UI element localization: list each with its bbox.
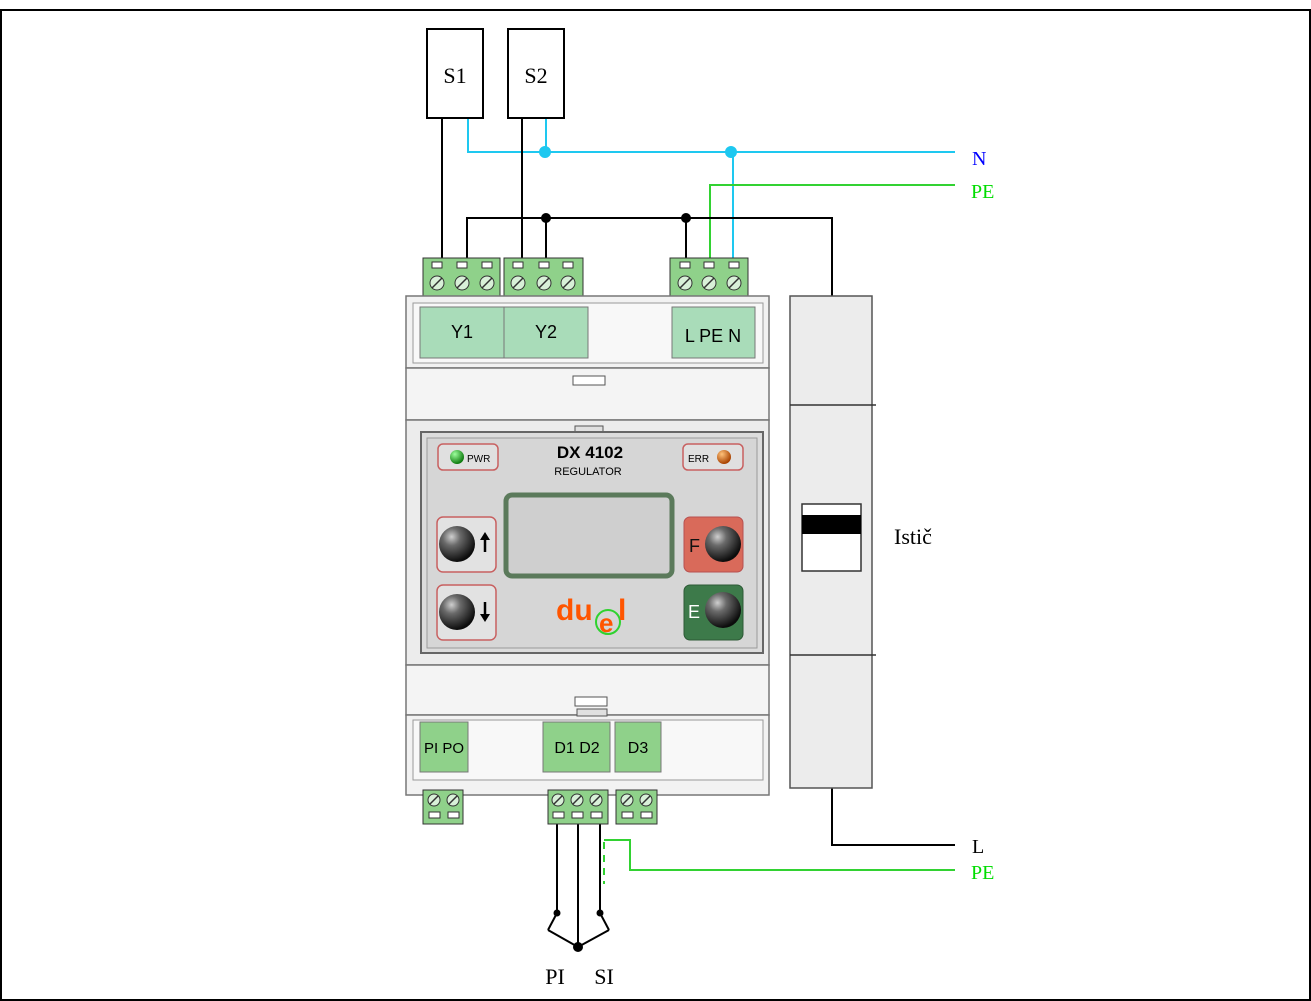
terminal-label-d1d2: D1 D2	[542, 721, 611, 773]
duel-logo: du e l	[556, 594, 626, 638]
pe-wire-bottom	[603, 839, 955, 884]
err-led-icon	[717, 450, 731, 464]
f-button[interactable]: F	[683, 516, 744, 573]
device-model: DX 4102	[557, 443, 623, 462]
knob-icon	[439, 526, 475, 562]
phase-wires	[441, 118, 955, 846]
d3-text: D3	[628, 740, 649, 757]
switch-common-node	[573, 942, 583, 952]
input-wires	[547, 824, 610, 948]
logo-du: du	[556, 594, 593, 627]
logo-l: l	[618, 594, 626, 627]
terminal-label-d3: D3	[614, 721, 662, 773]
err-label: ERR	[688, 454, 709, 465]
e-button-label: E	[688, 602, 700, 622]
pwr-indicator: PWR	[437, 443, 499, 471]
neutral-wire	[467, 118, 955, 262]
sensor-s2-label: S2	[524, 63, 547, 88]
knob-icon	[705, 592, 741, 628]
e-button[interactable]: E	[683, 584, 744, 641]
breaker-lever	[802, 515, 861, 534]
breaker-toggle	[801, 503, 862, 572]
switch-contact	[553, 909, 561, 917]
arrow-up-icon	[480, 532, 490, 552]
logo-e: e	[599, 608, 613, 638]
switch-contact	[596, 909, 604, 917]
pe-wire-top	[709, 184, 955, 262]
circuit-breaker	[789, 295, 876, 789]
terminal-block-top-left	[422, 257, 749, 297]
up-button[interactable]	[436, 516, 497, 573]
f-button-label: F	[689, 536, 700, 556]
device-subtitle: REGULATOR	[554, 466, 621, 478]
err-indicator: ERR	[682, 443, 744, 471]
sensor-s2: S2	[507, 28, 565, 119]
knob-icon	[439, 594, 475, 630]
lcd-display	[503, 492, 675, 579]
phase-label: L	[972, 836, 984, 858]
pwr-label: PWR	[467, 454, 490, 465]
breaker-label: Istič	[894, 524, 932, 549]
junction-dot	[681, 213, 691, 223]
page-frame	[0, 9, 1311, 1001]
pwr-led-icon	[450, 450, 464, 464]
terminal-label-y1: Y1	[419, 306, 505, 359]
terminal-label-y2: Y2	[503, 306, 589, 359]
sensor-s1-label: S1	[443, 63, 466, 88]
terminal-label-pipo: PI PO	[419, 721, 469, 773]
knob-icon	[705, 526, 741, 562]
terminal-label-lpen: L PE N	[671, 306, 756, 359]
pipo-text: PI PO	[424, 740, 464, 757]
neutral-label: N	[972, 148, 986, 170]
d1d2-text: D1 D2	[554, 740, 599, 757]
y2-text: Y2	[535, 322, 557, 342]
pe-bottom-label: PE	[971, 862, 994, 884]
switch-pi-label: PI	[545, 964, 565, 989]
sensor-s1: S1	[426, 28, 484, 119]
terminal-block-bottom	[422, 789, 658, 825]
y1-text: Y1	[451, 322, 473, 342]
arrow-down-icon	[480, 602, 490, 622]
pe-top-label: PE	[971, 181, 994, 203]
terminal-screws-top	[429, 261, 742, 291]
lpen-text: L PE N	[685, 326, 741, 346]
switch-si-label: SI	[594, 964, 614, 989]
junction-dot	[541, 213, 551, 223]
down-button[interactable]	[436, 584, 497, 641]
